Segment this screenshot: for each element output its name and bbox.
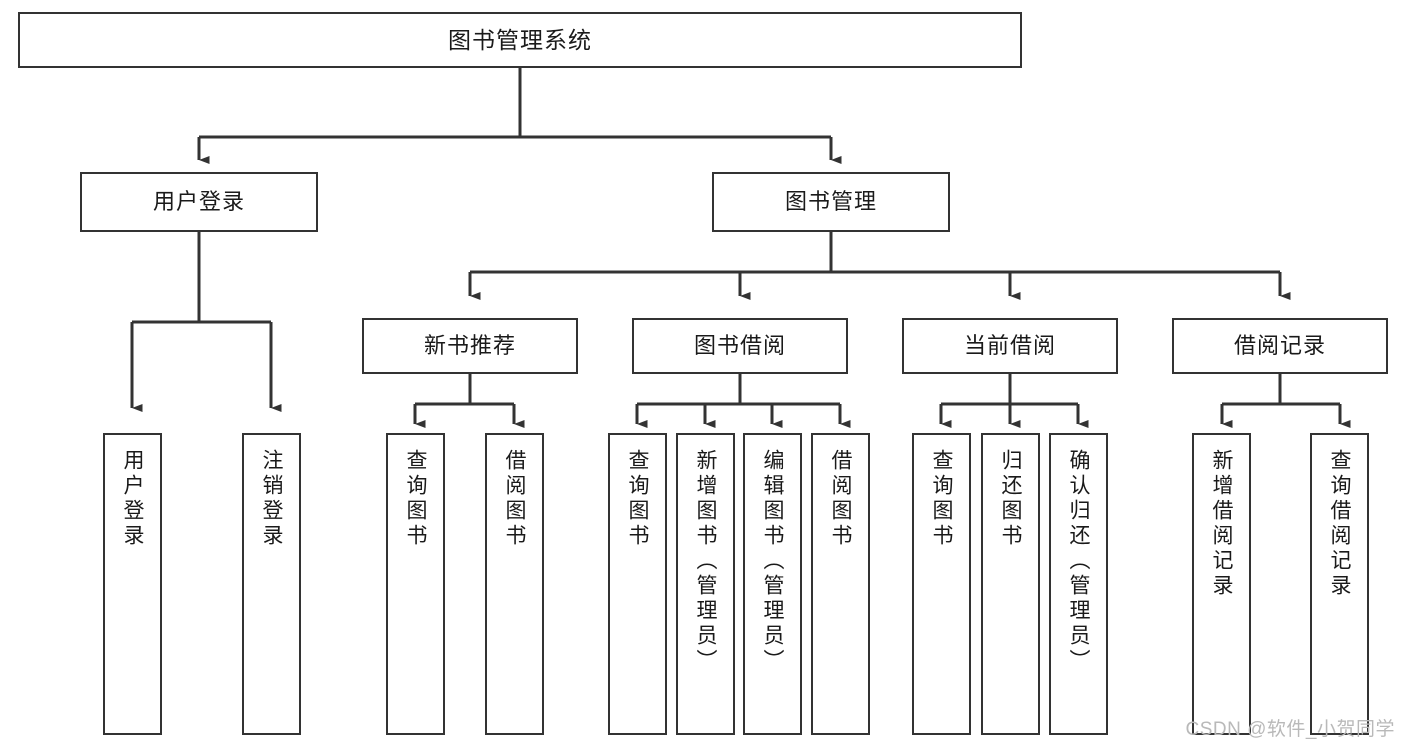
node-label: 新书推荐 xyxy=(423,333,516,359)
node-leaf-query-book-2[interactable]: 查询图书 xyxy=(608,433,667,735)
node-leaf-edit-book[interactable]: 编辑图书（管理员） xyxy=(743,433,802,735)
node-book-borrow[interactable]: 图书借阅 xyxy=(632,318,848,374)
node-current-borrow[interactable]: 当前借阅 xyxy=(902,318,1118,374)
node-label: 查询图书 xyxy=(930,449,953,549)
node-user-login[interactable]: 用户登录 xyxy=(80,172,318,232)
node-leaf-add-record[interactable]: 新增借阅记录 xyxy=(1192,433,1251,735)
node-leaf-borrow-book-2[interactable]: 借阅图书 xyxy=(811,433,870,735)
node-label: 注销登录 xyxy=(260,449,283,549)
node-label: 图书管理系统 xyxy=(448,26,592,53)
node-leaf-add-book[interactable]: 新增图书（管理员） xyxy=(676,433,735,735)
node-leaf-return-book[interactable]: 归还图书 xyxy=(981,433,1040,735)
node-label: 查询借阅记录 xyxy=(1328,449,1351,599)
node-label: 查询图书 xyxy=(626,449,649,549)
node-label: 查询图书 xyxy=(404,449,427,549)
node-label: 编辑图书（管理员） xyxy=(761,449,784,674)
node-label: 新增借阅记录 xyxy=(1210,449,1233,599)
node-leaf-query-record[interactable]: 查询借阅记录 xyxy=(1310,433,1369,735)
node-leaf-confirm-return[interactable]: 确认归还（管理员） xyxy=(1049,433,1108,735)
node-book-management[interactable]: 图书管理 xyxy=(712,172,950,232)
node-leaf-query-book-3[interactable]: 查询图书 xyxy=(912,433,971,735)
node-label: 新增图书（管理员） xyxy=(694,449,717,674)
node-leaf-user-logout[interactable]: 注销登录 xyxy=(242,433,301,735)
node-label: 归还图书 xyxy=(999,449,1022,549)
node-label: 借阅图书 xyxy=(503,449,526,549)
node-label: 确认归还（管理员） xyxy=(1067,449,1090,674)
node-root-book-management-system[interactable]: 图书管理系统 xyxy=(18,12,1022,68)
node-borrow-record[interactable]: 借阅记录 xyxy=(1172,318,1388,374)
node-label: 用户登录 xyxy=(152,189,245,215)
node-label: 图书借阅 xyxy=(693,333,786,359)
node-label: 借阅记录 xyxy=(1233,333,1326,359)
node-leaf-borrow-book-1[interactable]: 借阅图书 xyxy=(485,433,544,735)
node-new-book-recommend[interactable]: 新书推荐 xyxy=(362,318,578,374)
node-leaf-user-login[interactable]: 用户登录 xyxy=(103,433,162,735)
node-label: 图书管理 xyxy=(784,189,877,215)
node-label: 借阅图书 xyxy=(829,449,852,549)
node-leaf-query-book-1[interactable]: 查询图书 xyxy=(386,433,445,735)
node-label: 当前借阅 xyxy=(963,333,1056,359)
node-label: 用户登录 xyxy=(121,449,144,549)
watermark: CSDN @软件_小贺同学 xyxy=(1185,719,1395,740)
